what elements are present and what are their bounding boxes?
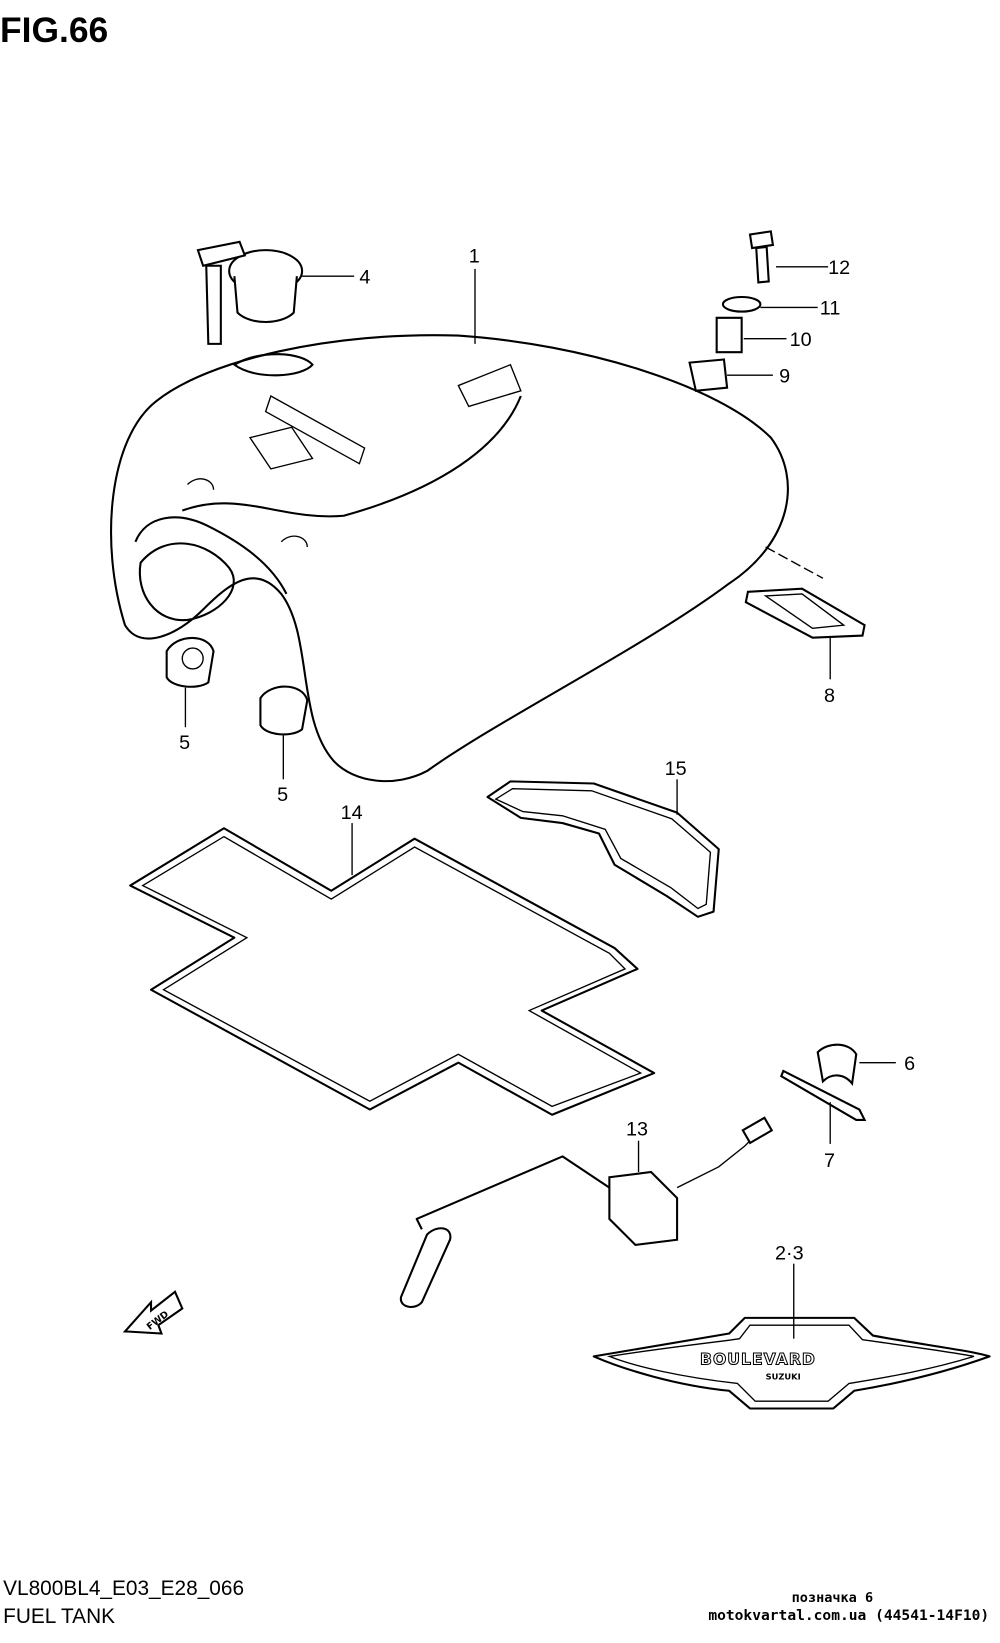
fuel-tank-part-1[interactable] [110, 334, 789, 783]
emblem-brand-text: BOULEVARD [700, 1351, 816, 1369]
callout-14: 14 [341, 802, 363, 824]
model-code: VL800BL4_E03_E28_066 [3, 1577, 244, 1600]
gasket-part-15[interactable] [486, 780, 720, 918]
collar-part-10[interactable] [715, 316, 743, 354]
callout-9: 9 [779, 365, 790, 387]
cable-tie-part-7[interactable] [779, 1069, 867, 1121]
callout-12: 12 [828, 257, 850, 279]
forward-direction-arrow: FWD [122, 1290, 184, 1335]
figure-name: FUEL TANK [3, 1605, 115, 1628]
callout-2-3: 2·3 [775, 1243, 804, 1265]
cap-part-5a[interactable] [165, 637, 215, 688]
callout-13: 13 [626, 1119, 648, 1141]
figure-title: FIG.66 [0, 10, 108, 50]
bracket-part-8[interactable] [744, 587, 866, 639]
emblem-sub-text: SUZUKI [766, 1371, 801, 1381]
callout-7: 7 [824, 1150, 835, 1172]
cap-part-5b[interactable] [259, 685, 309, 736]
callout-1: 1 [469, 246, 480, 268]
fuel-level-gauge-part-13[interactable] [399, 1116, 774, 1309]
bolt-part-12[interactable] [748, 230, 775, 284]
emblem-part-2-3[interactable]: BOULEVARD SUZUKI [592, 1316, 991, 1410]
cushion-part-9[interactable] [688, 358, 729, 392]
callout-5b: 5 [277, 784, 288, 806]
callout-15: 15 [665, 758, 687, 780]
callout-11: 11 [820, 298, 841, 320]
callout-5a: 5 [179, 732, 190, 754]
callout-8: 8 [824, 685, 835, 707]
washer-part-11[interactable] [721, 295, 762, 313]
callout-6: 6 [904, 1053, 915, 1075]
callout-4: 4 [359, 266, 370, 288]
gasket-part-14[interactable] [129, 827, 656, 1116]
clamp-part-6[interactable] [816, 1043, 858, 1087]
fuel-cap-part-4[interactable] [196, 240, 304, 345]
watermark-line-2: motokvartal.com.ua (44541-14F10) [708, 1607, 989, 1624]
watermark-line-1: позначка 6 [792, 1590, 873, 1606]
callout-10: 10 [790, 329, 812, 351]
